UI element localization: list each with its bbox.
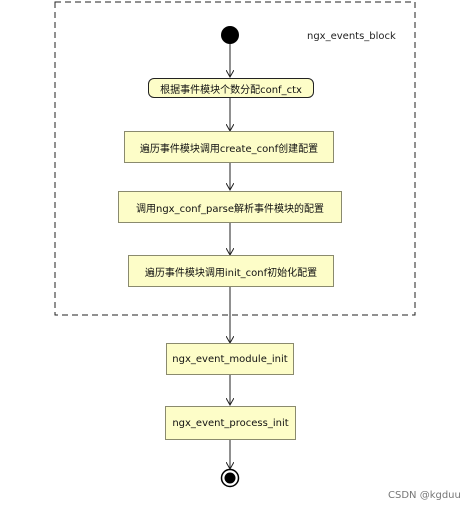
step-event-module-init: ngx_event_module_init <box>166 343 294 375</box>
events-block-frame <box>54 1 416 316</box>
step-allocate-conf-ctx: 根据事件模块个数分配conf_ctx <box>148 78 314 98</box>
step-conf-parse: 调用ngx_conf_parse解析事件模块的配置 <box>118 191 342 223</box>
frame-label: ngx_events_block <box>307 31 396 42</box>
step-init-conf: 遍历事件模块调用init_conf初始化配置 <box>128 255 334 287</box>
step-create-conf: 遍历事件模块调用create_conf创建配置 <box>124 131 334 163</box>
step-event-process-init: ngx_event_process_init <box>165 406 296 440</box>
csdn-watermark: CSDN @kgduu <box>388 490 461 501</box>
end-node-inner <box>224 472 236 484</box>
start-node <box>221 26 239 44</box>
